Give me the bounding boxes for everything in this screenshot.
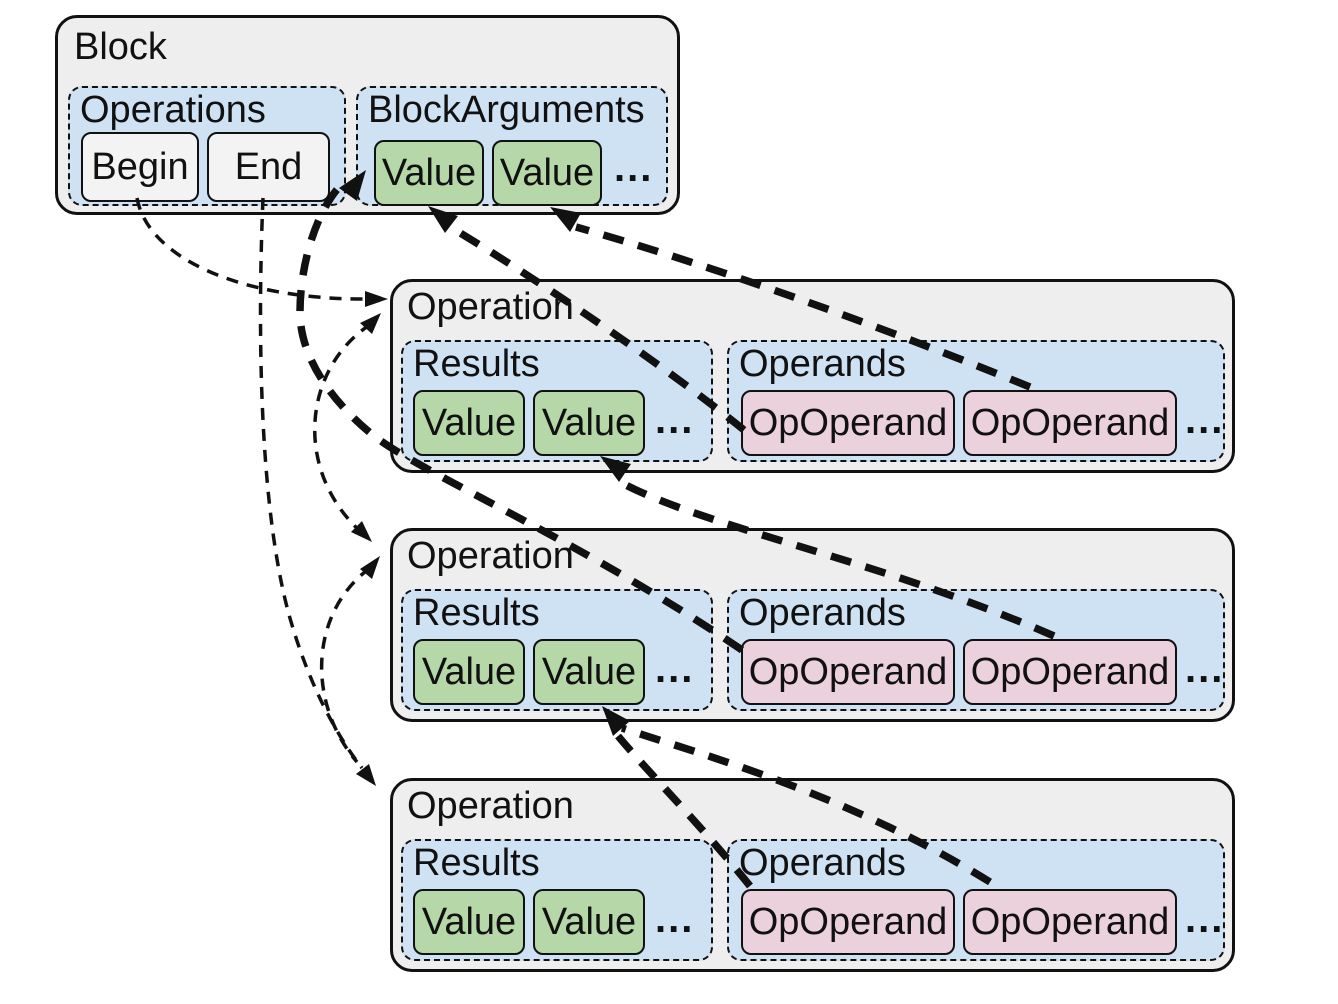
operation-3-results-container: Results Value Value ... [401,839,713,961]
arrow-end-to-operation3 [258,197,364,770]
op2-operand-1: OpOperand [741,639,955,705]
operation-2-title: Operation [407,535,574,577]
operation-box-1: Operation Results Value Value ... Operan… [390,279,1235,473]
operands-label: Operands [739,343,906,385]
op1-result-value-1: Value [413,390,525,456]
block-title: Block [74,26,167,68]
op2-operand-2: OpOperand [963,639,1177,705]
operation-3-operands-container: Operands OpOperand OpOperand ... [727,839,1225,961]
operation-box-3: Operation Results Value Value ... Operan… [390,778,1235,972]
op3-operand-1: OpOperand [741,889,955,955]
op1-results-ellipsis: ... [655,398,695,442]
arrowhead [360,313,381,334]
blockarg-value-1: Value [374,140,484,206]
arrowhead [360,556,380,579]
op2-result-value-1: Value [413,639,525,705]
op1-operand-2: OpOperand [963,390,1177,456]
op2-result-value-2: Value [533,639,645,705]
op3-result-value-1: Value [413,889,525,955]
operation-1-results-container: Results Value Value ... [401,340,713,462]
arrowhead [351,521,372,542]
op3-result-value-2: Value [533,889,645,955]
blockarg-value-2: Value [492,140,602,206]
begin-box: Begin [81,132,199,202]
results-label: Results [413,592,540,634]
operations-container: Operations Begin End [68,86,346,206]
op1-result-value-2: Value [533,390,645,456]
arrowhead [356,764,376,786]
operation-box-2: Operation Results Value Value ... Operan… [390,528,1235,722]
arrow-oplist-op2-op3 [319,556,380,786]
op1-operand-1: OpOperand [741,390,955,456]
op2-operands-ellipsis: ... [1185,647,1225,691]
results-label: Results [413,343,540,385]
operation-2-operands-container: Operands OpOperand OpOperand ... [727,589,1225,711]
op3-operands-ellipsis: ... [1185,897,1225,941]
operation-1-title: Operation [407,286,574,328]
block-box: Block Operations Begin End BlockArgument… [55,15,680,215]
operation-3-title: Operation [407,785,574,827]
operands-label: Operands [739,592,906,634]
op3-operand-2: OpOperand [963,889,1177,955]
operands-label: Operands [739,842,906,884]
arrowhead [365,291,388,307]
end-box: End [207,132,330,202]
blockarguments-label: BlockArguments [368,89,645,131]
op1-operands-ellipsis: ... [1185,398,1225,442]
results-label: Results [413,842,540,884]
op3-results-ellipsis: ... [655,897,695,941]
arrow-oplist-op1-op2 [312,313,381,542]
op2-results-ellipsis: ... [655,647,695,691]
blockarg-ellipsis: ... [614,146,654,190]
operations-label: Operations [80,89,266,131]
operation-2-results-container: Results Value Value ... [401,589,713,711]
blockarguments-container: BlockArguments Value Value ... [356,86,668,206]
operation-1-operands-container: Operands OpOperand OpOperand ... [727,340,1225,462]
